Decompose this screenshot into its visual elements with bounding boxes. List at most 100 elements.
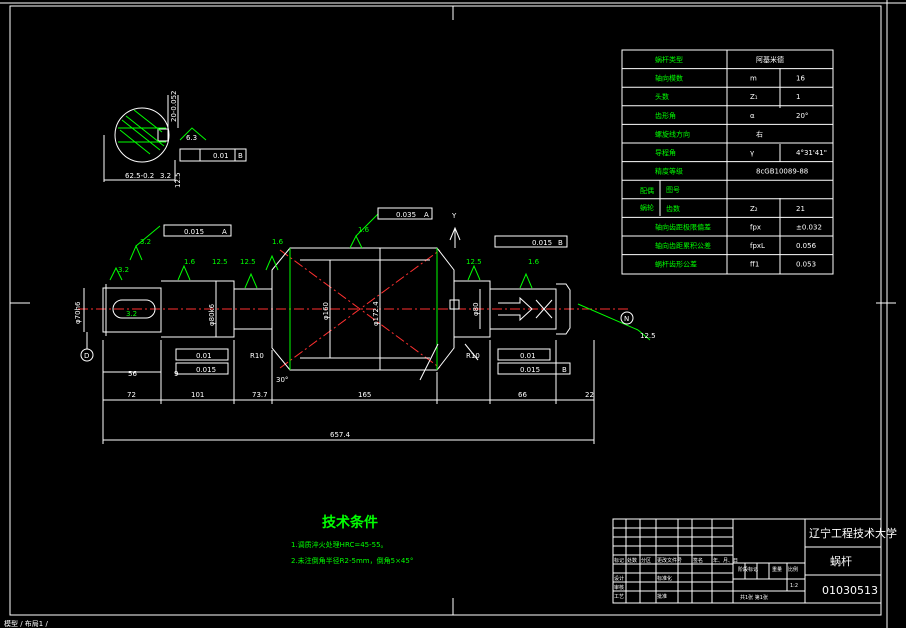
table-param-symbol: 右 — [756, 129, 763, 138]
section-dim-4: 6.3 — [186, 134, 197, 142]
title-block-label: 标准化 — [657, 575, 672, 582]
sheet-info: 共1张 第1张 — [740, 594, 768, 601]
table-param-name: 轴向齿距累积公差 — [655, 241, 711, 250]
datum-a-1: A — [222, 228, 227, 236]
title-block — [612, 518, 882, 604]
layout-tab-bar[interactable]: 模型 / 布局1 / — [4, 619, 48, 628]
section-dim-3: 20-0.052 — [170, 91, 178, 122]
axis-label: Y — [451, 212, 457, 220]
section-datum: B — [238, 152, 243, 160]
table-param-name: 蜗杆齿形公差 — [655, 260, 697, 269]
table-param-symbol: m — [750, 75, 757, 83]
dim-66: 66 — [518, 391, 527, 399]
tol-h: 0.01 — [520, 352, 536, 360]
section-view — [103, 95, 247, 182]
roughness-3-2-c: 3.2 — [126, 310, 137, 318]
table-param-value: 0.053 — [796, 261, 816, 269]
table-param-symbol: fpx — [750, 223, 761, 231]
title-block-label: 处数 — [627, 557, 637, 564]
title-block-labels: 标记处数分区更改文件号签名年、月、日设计标准化审核工艺批准 — [614, 557, 738, 600]
table-param-name: 头数 — [655, 92, 669, 101]
roughness-1-6-c: 1.6 — [358, 226, 370, 234]
table-param-value: 16 — [796, 75, 805, 83]
table-param-name: 图号 — [666, 186, 680, 194]
title-block-label: 设计 — [614, 575, 624, 582]
table-param-value: 20° — [796, 112, 808, 120]
roughness-1-6-b: 1.6 — [272, 238, 284, 246]
section-dim-1: 62.5-0.2 — [125, 172, 154, 180]
mate-label-2: 蜗轮 — [640, 203, 654, 212]
dim-shaft-2: φ80k6 — [208, 303, 216, 326]
datum-b-1: B — [558, 239, 563, 247]
dim-72: 72 — [127, 391, 136, 399]
outer-frame — [9, 5, 882, 616]
datum-d: D — [84, 352, 89, 360]
dim-56: 56 — [128, 370, 137, 378]
table-param-value: ±0.032 — [796, 223, 822, 231]
table-param-name: 齿数 — [666, 204, 680, 213]
weight-label: 重量 — [772, 566, 782, 573]
roughness-12-5-c: 12.5 — [212, 258, 228, 266]
dim-9: 9 — [174, 370, 178, 378]
title-block-label: 审核 — [614, 584, 624, 591]
dim-right: φ80 — [472, 302, 480, 316]
dim-165: 165 — [358, 391, 371, 399]
section-dim-5: 12.5 — [174, 172, 182, 188]
table-param-value: 21 — [796, 205, 805, 213]
roughness-1-6-a: 1.6 — [184, 258, 196, 266]
dim-73-7: 73.7 — [252, 391, 268, 399]
tol-c: 0.015 — [532, 239, 552, 247]
scale-label: 比例 — [788, 566, 798, 573]
datum-b-2: B — [562, 366, 567, 374]
table-param-name: 轴向模数 — [655, 74, 683, 83]
section-dim-2: 3.2 — [160, 172, 171, 180]
table-param-name: 精度等级 — [655, 167, 683, 176]
roughness-3-2-a: 3.2 — [118, 266, 129, 274]
dim-total: 657.4 — [330, 431, 351, 439]
table-param-name: 轴向齿距极限偏差 — [655, 222, 711, 231]
title-block-label: 工艺 — [614, 594, 624, 600]
part-name: 蜗杆 — [830, 554, 852, 568]
table-param-symbol: γ — [750, 149, 754, 157]
title-block-label: 年、月、日 — [713, 557, 738, 564]
dimension-labels: 72 101 73.7 165 66 22 657.4 56 9 3.2 1.6… — [74, 211, 656, 439]
scale: 1:2 — [790, 583, 798, 589]
tol-b: 0.01 — [196, 352, 212, 360]
drawing-number: 01030513 — [822, 584, 878, 597]
table-param-name: 螺旋线方向 — [655, 129, 690, 138]
tech-line-1: 1.调质淬火处理HRC=45-55。 — [291, 540, 388, 549]
tol-a: 0.015 — [184, 228, 204, 236]
tol-f: 0.015 — [196, 366, 216, 374]
section-tolerance: 0.01 — [213, 152, 229, 160]
school-name: 辽宁工程技术大学 — [809, 526, 897, 540]
table-param-name: 蜗杆类型 — [655, 55, 683, 64]
title-block-label: 分区 — [641, 557, 651, 564]
table-param-symbol: Z₂ — [750, 205, 758, 213]
stage-mark: 阶段标记 — [738, 566, 758, 573]
shaft-main-view — [78, 207, 651, 444]
tech-line-2: 2.未注倒角半径R2-5mm，倒角5×45° — [291, 556, 413, 565]
angle-30: 30° — [276, 376, 288, 384]
tol-g: 0.015 — [520, 366, 540, 374]
datum-n: N — [624, 315, 629, 323]
dim-22: 22 — [585, 391, 594, 399]
table-param-symbol: fpxL — [750, 242, 765, 250]
roughness-3-2-b: 3.2 — [140, 238, 151, 246]
roughness-12-5-a: 12.5 — [240, 258, 256, 266]
tol-d: 0.035 — [396, 211, 416, 219]
table-param-symbol: 8cGB10089-88 — [756, 168, 808, 176]
dim-101: 101 — [191, 391, 204, 399]
title-block-label: 签名 — [693, 557, 703, 564]
table-param-value: 4°31'41" — [796, 149, 827, 157]
title-block-label: 更改文件号 — [657, 557, 682, 564]
table-param-value: 1 — [796, 93, 800, 101]
dim-mid: φ160 — [322, 302, 330, 320]
title-block-label: 批准 — [657, 593, 667, 600]
radius-right: R10 — [466, 352, 480, 360]
dim-shaft-1: φ70h6 — [74, 301, 82, 324]
roughness-1-6-d: 1.6 — [528, 258, 540, 266]
table-param-name: 导程角 — [655, 148, 676, 157]
datum-a-2: A — [424, 211, 429, 219]
